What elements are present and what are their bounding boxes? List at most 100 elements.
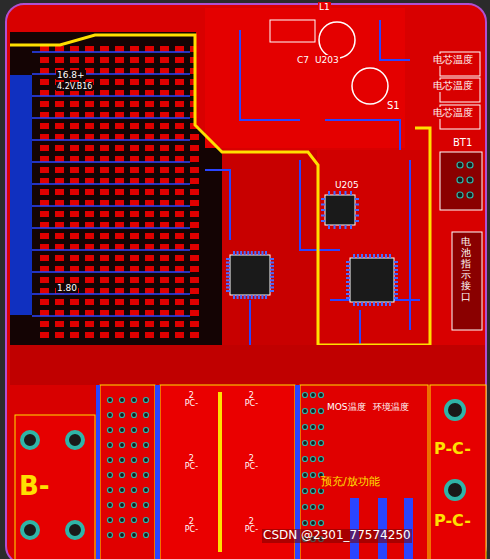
chip-pin xyxy=(377,254,379,258)
chip-pin xyxy=(270,286,274,288)
bottom-trace xyxy=(96,385,100,559)
smd-pad xyxy=(85,200,94,206)
smd-pad xyxy=(70,255,79,261)
chip-pin xyxy=(394,289,398,291)
via xyxy=(67,522,83,538)
smd-pad xyxy=(85,134,94,140)
smd-pad xyxy=(100,57,109,63)
smd-pad xyxy=(85,145,94,151)
via xyxy=(132,458,137,463)
smd-pad xyxy=(175,145,184,151)
smd-pad xyxy=(190,211,199,217)
via xyxy=(22,432,38,448)
smd-pad xyxy=(70,57,79,63)
via xyxy=(311,521,316,526)
smd-pad xyxy=(160,310,169,316)
via xyxy=(319,393,324,398)
smd-pad xyxy=(160,112,169,118)
smd-pad xyxy=(160,255,169,261)
chip-pins xyxy=(226,191,398,306)
regulator-chip xyxy=(325,195,355,225)
chip-pin xyxy=(361,302,363,306)
chip-pin xyxy=(346,289,350,291)
smd-pad xyxy=(175,266,184,272)
chip-pin xyxy=(251,295,253,299)
chip-pin xyxy=(258,251,260,255)
smd-pad xyxy=(100,167,109,173)
smd-pad xyxy=(85,299,94,305)
smd-pad xyxy=(145,167,154,173)
chip-pin xyxy=(321,215,325,217)
chip-pin xyxy=(226,265,230,267)
chip-pin xyxy=(394,273,398,275)
chip-pin xyxy=(394,277,398,279)
chip-pin xyxy=(270,290,274,292)
chip-pin xyxy=(240,295,242,299)
chip-pin xyxy=(226,258,230,260)
chip-pin xyxy=(385,302,387,306)
chip-pin xyxy=(346,293,350,295)
smd-pad xyxy=(85,321,94,327)
smd-pad xyxy=(190,200,199,206)
smd-pad xyxy=(175,112,184,118)
chip-pin xyxy=(261,251,263,255)
chip-pin xyxy=(373,254,375,258)
smd-pad xyxy=(115,123,124,129)
smd-pad xyxy=(175,200,184,206)
watermark: CSDN @2301_77574250 xyxy=(262,529,412,543)
smd-pad xyxy=(160,134,169,140)
silkscreen-divider xyxy=(218,392,222,552)
via xyxy=(311,393,316,398)
smd-pad xyxy=(115,167,124,173)
smd-pad xyxy=(145,178,154,184)
smd-pad xyxy=(40,189,49,195)
smd-pad xyxy=(115,288,124,294)
smd-pad xyxy=(40,288,49,294)
via xyxy=(303,409,308,414)
smd-pad xyxy=(70,112,79,118)
via xyxy=(132,488,137,493)
smd-pad xyxy=(115,79,124,85)
chip-pin xyxy=(226,272,230,274)
bottom-trace xyxy=(32,293,190,295)
chip-pin xyxy=(226,262,230,264)
inductor-outline xyxy=(270,20,315,42)
smd-pad xyxy=(55,178,64,184)
via xyxy=(132,503,137,508)
chip-pin xyxy=(389,254,391,258)
smd-pad xyxy=(70,145,79,151)
pad-label: 2 PC- xyxy=(180,518,203,535)
chip-pin xyxy=(251,251,253,255)
chip-pin xyxy=(328,225,330,229)
capacitor-outline xyxy=(319,22,355,58)
chip-pin xyxy=(270,279,274,281)
smd-pad xyxy=(130,255,139,261)
smd-pad xyxy=(100,123,109,129)
smd-pad xyxy=(85,68,94,74)
chip-pin xyxy=(334,225,336,229)
chip-pin xyxy=(233,251,235,255)
chip-pin xyxy=(350,225,352,229)
smd-pad xyxy=(100,134,109,140)
chip-pin xyxy=(254,251,256,255)
smd-pad xyxy=(145,189,154,195)
smd-pad xyxy=(130,145,139,151)
smd-pad xyxy=(85,244,94,250)
smd-pad xyxy=(175,134,184,140)
chip-pin xyxy=(355,220,359,222)
bottom-trace xyxy=(32,95,190,97)
bottom-trace xyxy=(32,51,190,53)
smd-pad xyxy=(85,310,94,316)
smd-pad xyxy=(85,211,94,217)
via xyxy=(144,458,149,463)
bottom-trace xyxy=(32,161,190,163)
smd-pad xyxy=(70,332,79,338)
smd-pad xyxy=(55,123,64,129)
via xyxy=(132,533,137,538)
chip-pin xyxy=(377,302,379,306)
smd-pad xyxy=(145,134,154,140)
part-name: U203 xyxy=(314,55,340,65)
smd-pad xyxy=(100,299,109,305)
smd-pad xyxy=(55,321,64,327)
via xyxy=(303,457,308,462)
